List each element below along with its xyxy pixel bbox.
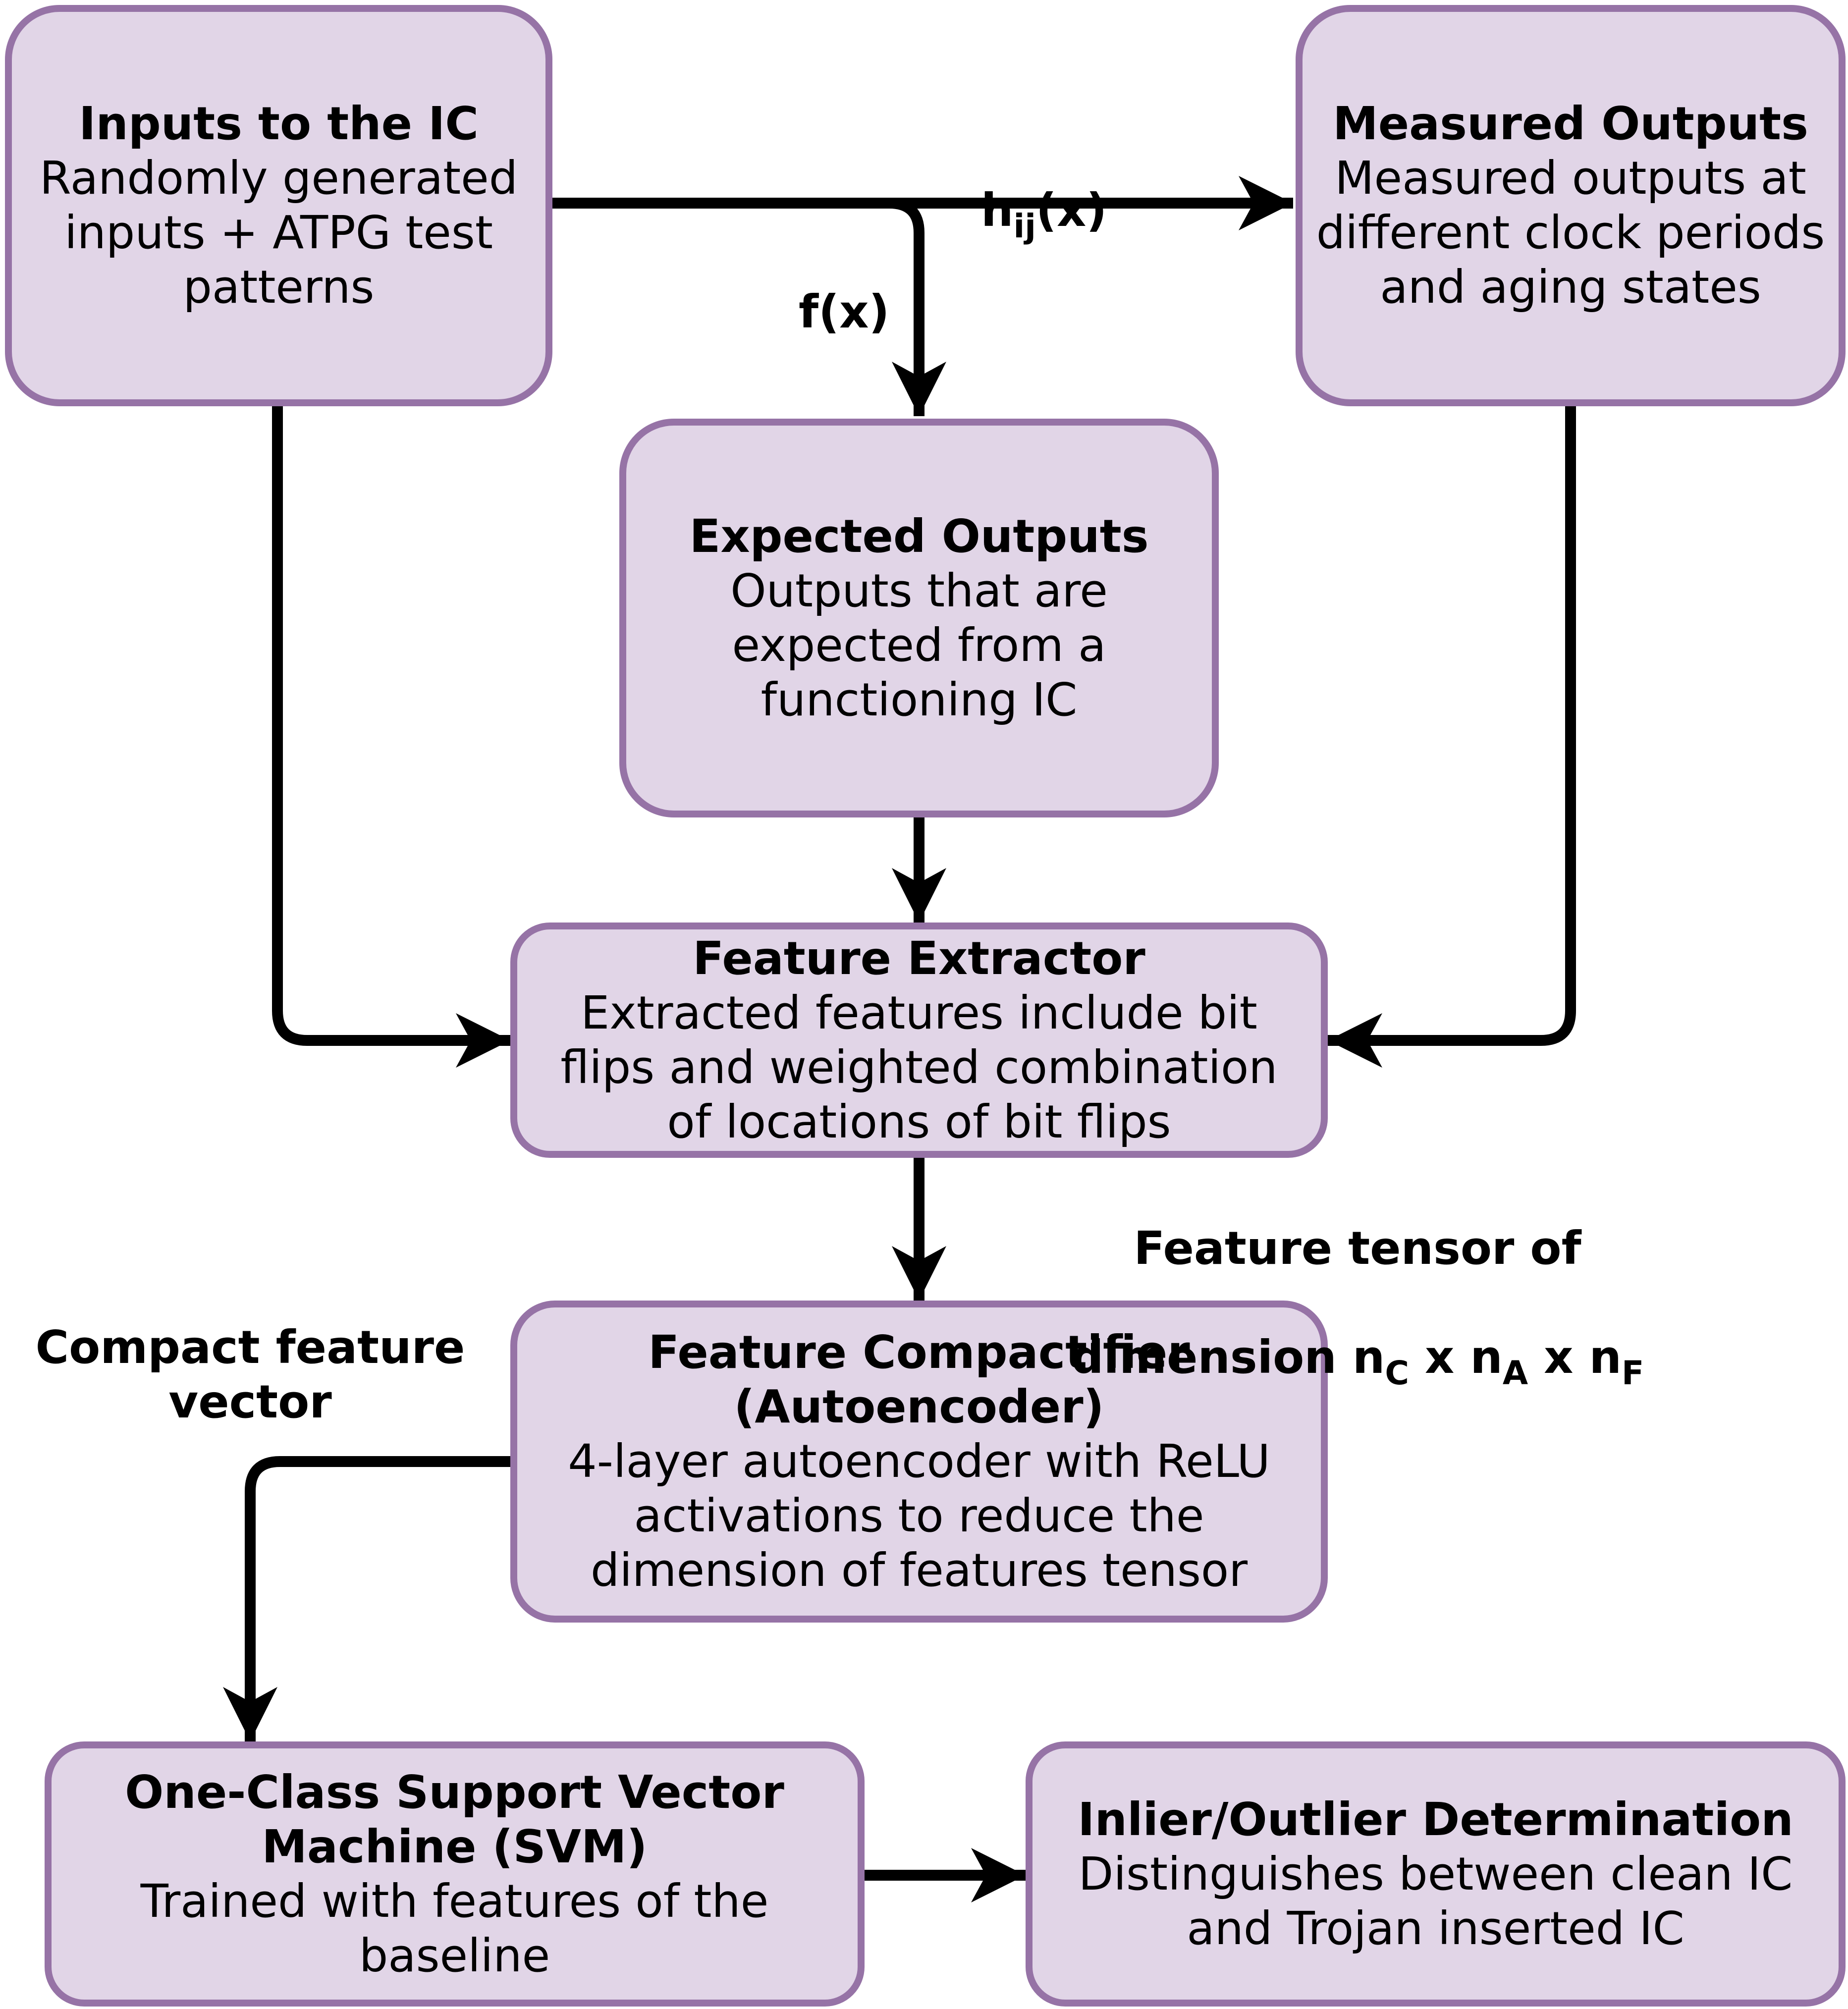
inputs-box: Inputs to the IC Randomly generated inpu… xyxy=(5,5,552,406)
arrow-measured-to-extractor xyxy=(1328,404,1576,1068)
label-tensor-sub3: F xyxy=(1622,1354,1644,1393)
arrow-inputs-to-extractor xyxy=(272,404,510,1068)
extractor-box: Feature Extractor Extracted features inc… xyxy=(510,923,1328,1158)
label-tensor-sub1: C xyxy=(1385,1354,1409,1393)
label-hij: hij(x) xyxy=(981,129,1107,243)
label-tensor-sub2: A xyxy=(1502,1354,1528,1393)
svm-box: One-Class Support Vector Machine (SVM) T… xyxy=(45,1741,865,2007)
determination-title: Inlier/Outlier Determination xyxy=(1078,1792,1794,1846)
label-tensor-line2: dimension nC x nA x nF xyxy=(1040,1330,1675,1390)
determination-box: Inlier/Outlier Determination Distinguish… xyxy=(1026,1741,1846,2007)
label-tensor: Feature tensor of dimension nC x nA x nF xyxy=(1040,1167,1675,1439)
label-compact: Compact feature vector xyxy=(35,1321,465,1428)
expected-box: Expected Outputs Outputs that are expect… xyxy=(619,419,1219,817)
label-tensor-mid2: x n xyxy=(1528,1331,1622,1384)
inputs-title: Inputs to the IC xyxy=(79,97,479,150)
measured-body: Measured outputs at different clock peri… xyxy=(1316,152,1825,314)
extractor-body: Extracted features include bit flips and… xyxy=(560,986,1278,1148)
arrow-inputs-to-expected xyxy=(889,198,946,416)
compactifier-body: 4-layer autoencoder with ReLU activation… xyxy=(568,1435,1270,1597)
label-hij-rest: (x) xyxy=(1035,184,1107,237)
label-hij-sub: ij xyxy=(1013,207,1036,246)
label-tensor-mid1: x n xyxy=(1409,1331,1503,1384)
label-tensor-prefix: dimension n xyxy=(1071,1331,1385,1384)
label-fx: f(x) xyxy=(799,285,890,338)
measured-title: Measured Outputs xyxy=(1333,97,1808,150)
label-hij-base: h xyxy=(981,184,1014,237)
expected-body: Outputs that are expected from a functio… xyxy=(730,564,1108,726)
compactifier-box: Feature Compactifier (Autoencoder) 4-lay… xyxy=(510,1301,1328,1623)
label-tensor-line1: Feature tensor of xyxy=(1134,1222,1581,1275)
svm-title: One-Class Support Vector Machine (SVM) xyxy=(125,1765,784,1873)
determination-body: Distinguishes between clean IC and Troja… xyxy=(1078,1847,1793,1955)
inputs-body: Randomly generated inputs + ATPG test pa… xyxy=(39,152,518,314)
arrow-compactifier-to-svm xyxy=(223,1456,510,1741)
extractor-title: Feature Extractor xyxy=(693,931,1145,985)
svm-body: Trained with features of the baseline xyxy=(140,1874,769,1982)
measured-box: Measured Outputs Measured outputs at dif… xyxy=(1296,5,1846,406)
compactifier-title: Feature Compactifier (Autoencoder) xyxy=(648,1326,1190,1433)
expected-title: Expected Outputs xyxy=(689,509,1149,563)
